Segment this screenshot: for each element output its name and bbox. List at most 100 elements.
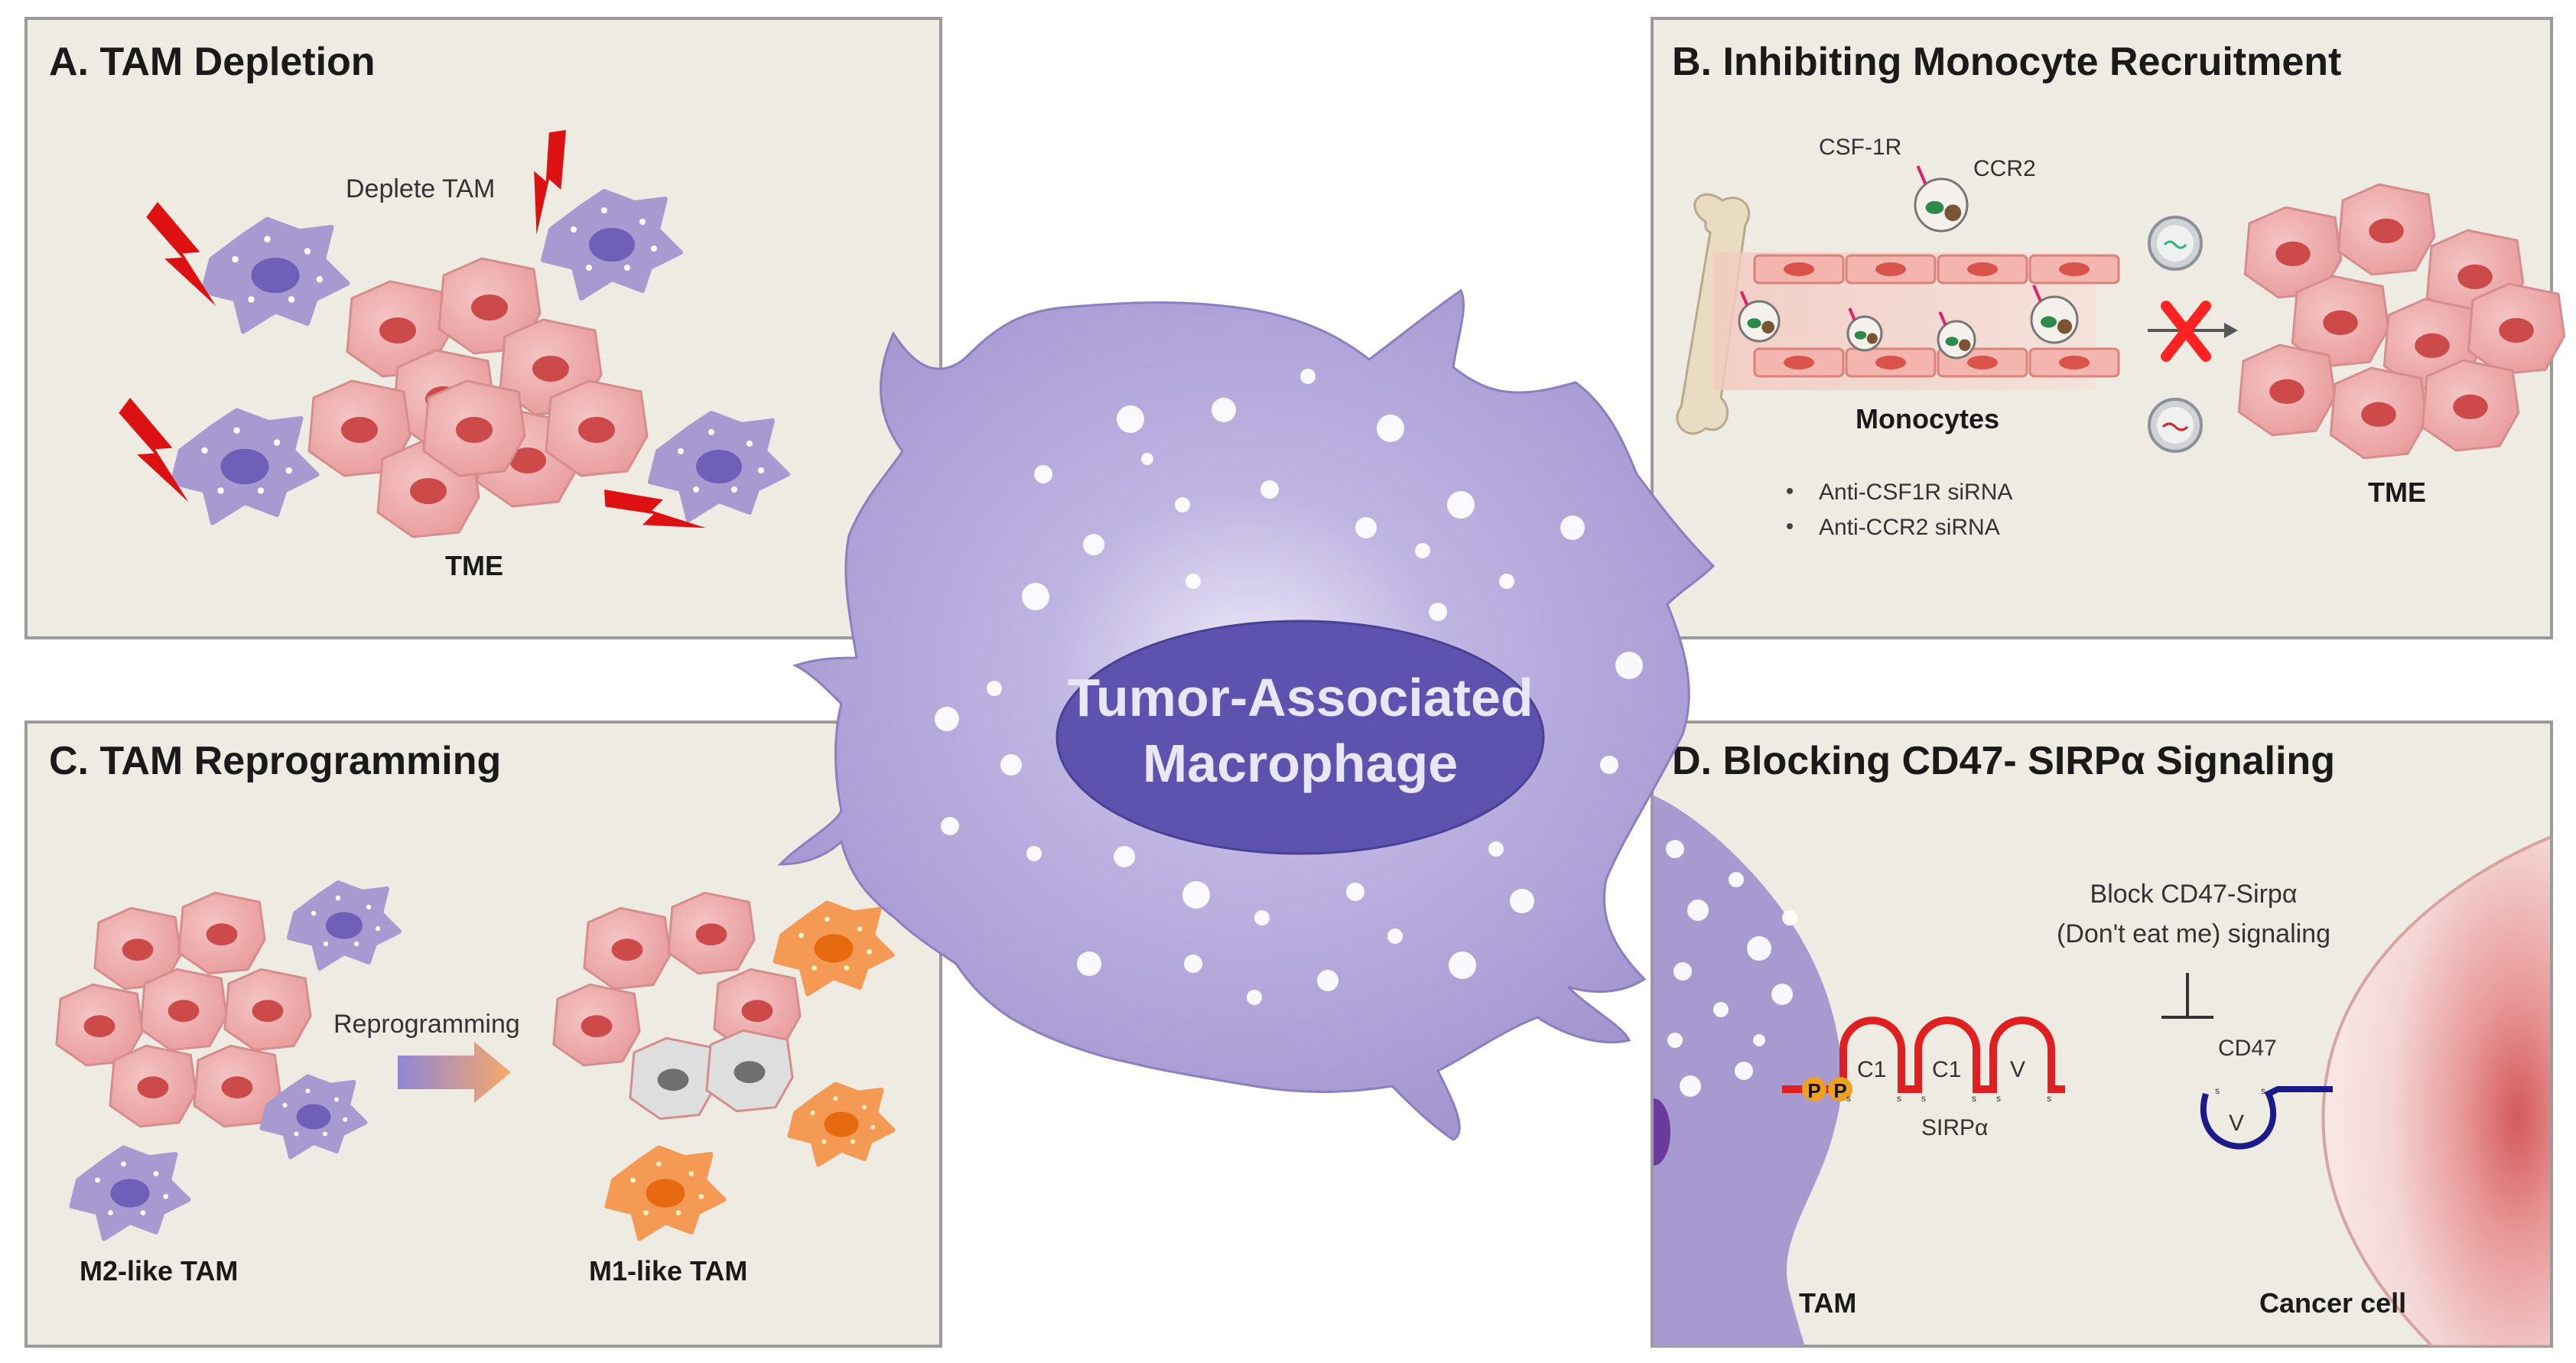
- macrophage-cell: [541, 189, 683, 301]
- sirpa-label: SIRPα: [1921, 1115, 1988, 1140]
- vesicle: [1300, 369, 1316, 384]
- m1-like-tam-label: M1-like TAM: [589, 1255, 747, 1287]
- tam-cells-c: [69, 880, 896, 1241]
- vesicle: [1141, 453, 1153, 465]
- domain-c1-second: C1: [1932, 1057, 1961, 1082]
- panel-d-title: D. Blocking CD47- SIRPα Signaling: [1672, 739, 2335, 783]
- lightning-icon: [119, 398, 189, 503]
- disulfide-label: s: [1996, 1093, 2001, 1104]
- tumor-cell: [422, 379, 526, 477]
- vesicle: [1510, 889, 1534, 913]
- vesicle: [1735, 1062, 1753, 1080]
- tumor-cell: [2237, 343, 2337, 437]
- vesicle: [1212, 398, 1236, 422]
- vesicle: [1560, 516, 1585, 540]
- vesicle: [1117, 405, 1144, 433]
- disulfide-label: s: [1846, 1093, 1851, 1104]
- reprogramming-arrow: [398, 1042, 511, 1103]
- endothelial-cell: [2028, 254, 2120, 285]
- panel-a: A. TAM Depletion Deplete TAM TME: [24, 17, 942, 639]
- macrophage-cell: [287, 880, 402, 971]
- monocyte-cell: [1937, 311, 1976, 359]
- tumor-cell: [705, 1029, 794, 1113]
- tumor-cell: [437, 257, 542, 355]
- macrophage-cell: [604, 1145, 727, 1241]
- tumor-cell: [307, 379, 411, 477]
- panel-b-title: B. Inhibiting Monocyte Recruitment: [1672, 40, 2341, 84]
- vesicle: [1687, 899, 1709, 921]
- cd47-ligand: [2200, 1086, 2333, 1150]
- vesicle: [1415, 543, 1430, 558]
- tumor-cell: [223, 968, 312, 1052]
- vesicle: [1449, 951, 1476, 979]
- block-signal-label-line1: Block CD47-Sirpα: [2090, 880, 2298, 909]
- vesicle: [1488, 841, 1504, 857]
- vesicle: [1114, 846, 1135, 867]
- vesicle: [1713, 1002, 1729, 1017]
- vesicle: [1254, 910, 1270, 925]
- panel-c-title: C. TAM Reprogramming: [49, 739, 501, 783]
- vesicle: [1600, 756, 1618, 774]
- tumor-cell: [2421, 359, 2520, 452]
- macrophage-cell: [69, 1145, 191, 1241]
- endothelial-cell: [1937, 254, 2028, 285]
- panel-b: B. Inhibiting Monocyte Recruitment CSF-1…: [1651, 17, 2566, 639]
- bullet-anti-ccr2: Anti-CCR2 siRNA: [1819, 515, 2000, 540]
- macrophage-cell: [648, 411, 790, 522]
- panel-d: D. Blocking CD47- SIRPα Signaling Block …: [1651, 721, 2553, 1348]
- tumor-cluster-c-left: [55, 891, 312, 1128]
- tme-label-a: TME: [445, 550, 503, 581]
- phosphate-p2: P: [1828, 1077, 1852, 1102]
- center-title-line2: Macrophage: [1143, 734, 1458, 793]
- tumor-cell: [193, 1044, 281, 1128]
- macrophage-cell: [200, 216, 350, 334]
- disulfide-label: s: [1972, 1093, 1976, 1104]
- bullet-dot: [1787, 488, 1793, 494]
- disulfide-label: s: [1921, 1093, 1926, 1104]
- vesicle: [1182, 881, 1210, 909]
- monocyte-cell: [1846, 307, 1883, 352]
- disulfide-label: s: [2261, 1085, 2265, 1096]
- vesicles-center: [935, 369, 1643, 1005]
- vesicle: [1753, 1034, 1765, 1046]
- vesicle: [941, 817, 959, 835]
- tumor-cell: [629, 1036, 717, 1121]
- tumor-cell: [2291, 275, 2390, 368]
- cd47-domain-v: V: [2229, 1111, 2244, 1136]
- vesicle: [1000, 754, 1022, 776]
- block-signal-label-line2: (Don't eat me) signaling: [2057, 919, 2330, 948]
- endothelial-cell: [1845, 254, 1937, 285]
- vesicle: [1247, 990, 1262, 1005]
- tumor-cell: [713, 968, 802, 1052]
- macrophage-cell: [772, 900, 895, 997]
- vesicle: [1499, 574, 1514, 589]
- tumor-cluster-b: [2237, 183, 2566, 460]
- tumor-cell: [93, 906, 182, 991]
- endothelial-cell: [2028, 347, 2120, 378]
- vesicle: [1355, 517, 1377, 538]
- vesicle: [1077, 951, 1101, 976]
- vesicle: [1175, 497, 1190, 512]
- vesicle: [1615, 652, 1643, 679]
- tumor-cell: [177, 891, 266, 975]
- vesicle: [1447, 491, 1475, 519]
- vesicle: [1260, 480, 1279, 499]
- vesicle: [1184, 955, 1202, 973]
- tumor-cluster-c-right: [552, 891, 802, 1121]
- tumor-cluster-a: [307, 257, 649, 538]
- vesicle: [1729, 872, 1744, 887]
- vesicle: [1034, 465, 1052, 483]
- vesicles-d: [1666, 840, 1797, 1097]
- vesicle: [1667, 1033, 1683, 1048]
- m2-like-tam-label: M2-like TAM: [80, 1255, 238, 1287]
- vesicle: [1026, 846, 1042, 861]
- disulfide-label: s: [2047, 1093, 2051, 1104]
- vesicle: [987, 681, 1002, 696]
- cancer-cell-label: Cancer cell: [2259, 1287, 2406, 1319]
- monocyte-cell: [1738, 291, 1781, 343]
- disulfide-label: s: [2215, 1085, 2220, 1096]
- tam-nucleus-d: [1654, 1098, 1670, 1166]
- panel-a-title: A. TAM Depletion: [49, 40, 376, 84]
